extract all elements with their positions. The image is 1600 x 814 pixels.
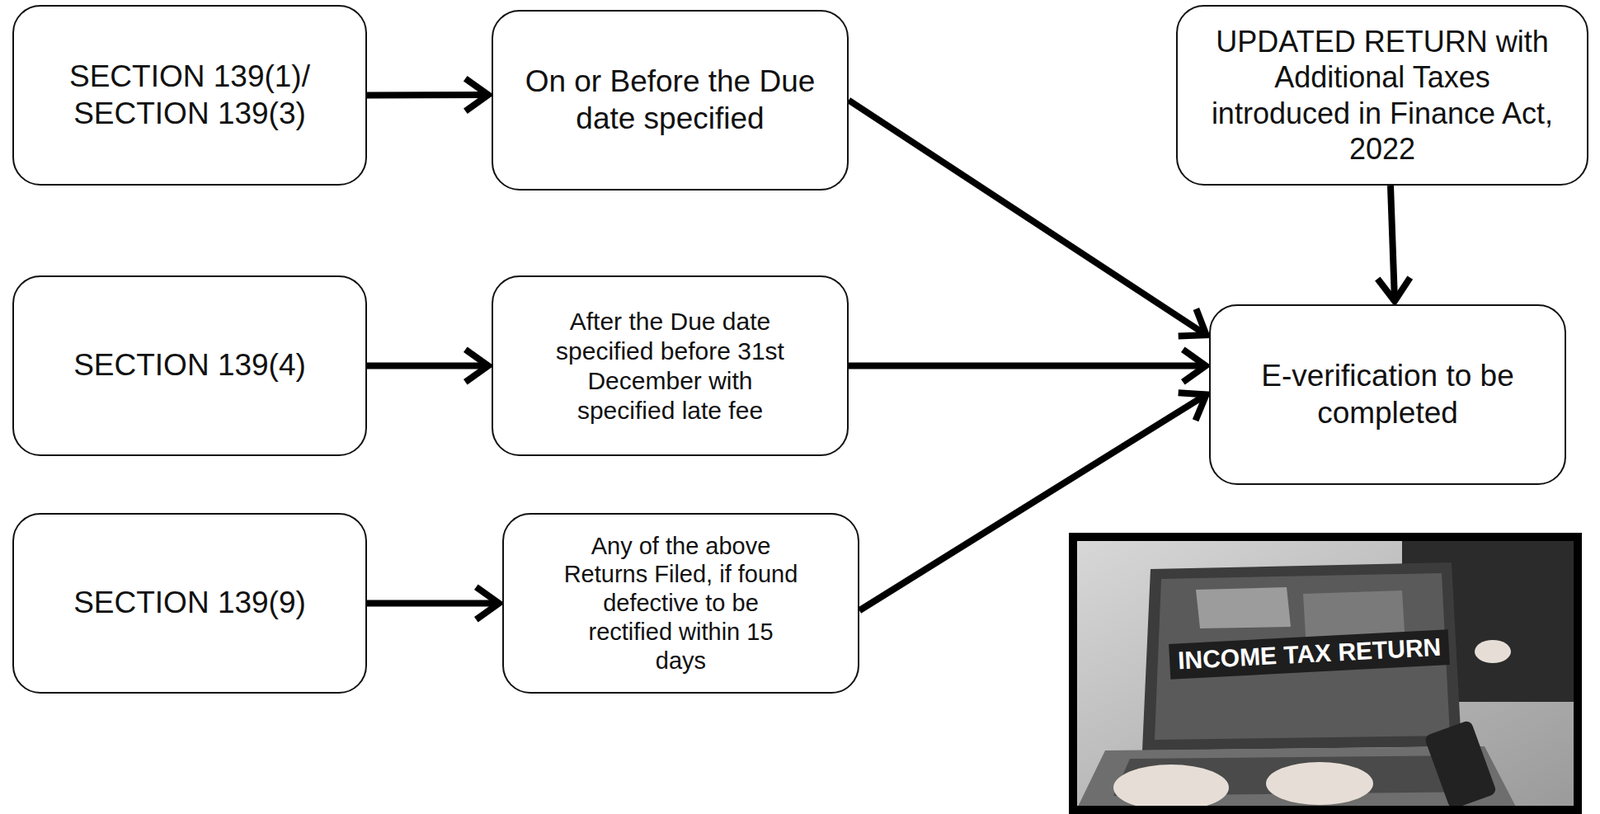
- connector-line: [848, 362, 1203, 369]
- box-text: On or Before the Due date specified: [512, 63, 828, 137]
- connector-line: [848, 100, 1204, 335]
- connector-line: [367, 600, 496, 608]
- connector-line: [1390, 185, 1395, 298]
- connector-line: [367, 91, 485, 99]
- arrow-connector: [367, 78, 489, 112]
- arrow-connector: [1377, 185, 1410, 302]
- arrow-head: [1178, 309, 1207, 337]
- arrow-head: [465, 349, 489, 383]
- arrow-head: [465, 78, 489, 112]
- hand: [1474, 640, 1511, 664]
- arrow-connector: [859, 392, 1207, 611]
- connector-line: [859, 396, 1204, 612]
- box-text: SECTION 139(4): [73, 347, 306, 384]
- phone: [1423, 719, 1497, 810]
- arrow-connector: [848, 100, 1207, 337]
- hand: [1113, 764, 1229, 811]
- process-box: After the Due date specified before 31st…: [491, 275, 849, 457]
- arrow-head: [1182, 349, 1206, 383]
- arrow-connector: [848, 349, 1206, 383]
- screen-window: [1195, 587, 1291, 629]
- process-box: E-verification to be completed: [1209, 304, 1567, 485]
- box-text: E-verification to be completed: [1230, 357, 1545, 432]
- process-box: On or Before the Due date specified: [491, 9, 849, 191]
- photo-frame: [1072, 536, 1578, 810]
- box-text: UPDATED RETURN with Additional Taxes int…: [1210, 23, 1554, 167]
- process-box: SECTION 139(9): [12, 512, 368, 694]
- laptop-screen: [1154, 573, 1450, 740]
- photo-ground: [1072, 536, 1578, 810]
- box-text: SECTION 139(9): [73, 584, 306, 622]
- box-text: SECTION 139(1)/ SECTION 139(3): [30, 58, 349, 132]
- process-box: UPDATED RETURN with Additional Taxes int…: [1176, 4, 1589, 186]
- arrow-connector: [367, 349, 489, 383]
- connector-line: [367, 362, 485, 370]
- laptop-lid: [1142, 562, 1462, 751]
- box-text: After the Due date specified before 31st…: [538, 306, 802, 426]
- process-box: Any of the above Returns Filed, if found…: [502, 512, 860, 694]
- arrow-connector: [367, 587, 499, 621]
- arrow-head: [1377, 277, 1410, 302]
- process-box: SECTION 139(4): [12, 275, 368, 457]
- arrow-head: [475, 587, 499, 621]
- process-box: SECTION 139(1)/ SECTION 139(3): [12, 4, 368, 186]
- hand: [1265, 762, 1374, 805]
- arrow-head: [1178, 392, 1207, 421]
- box-text: Any of the above Returns Filed, if found…: [560, 531, 802, 676]
